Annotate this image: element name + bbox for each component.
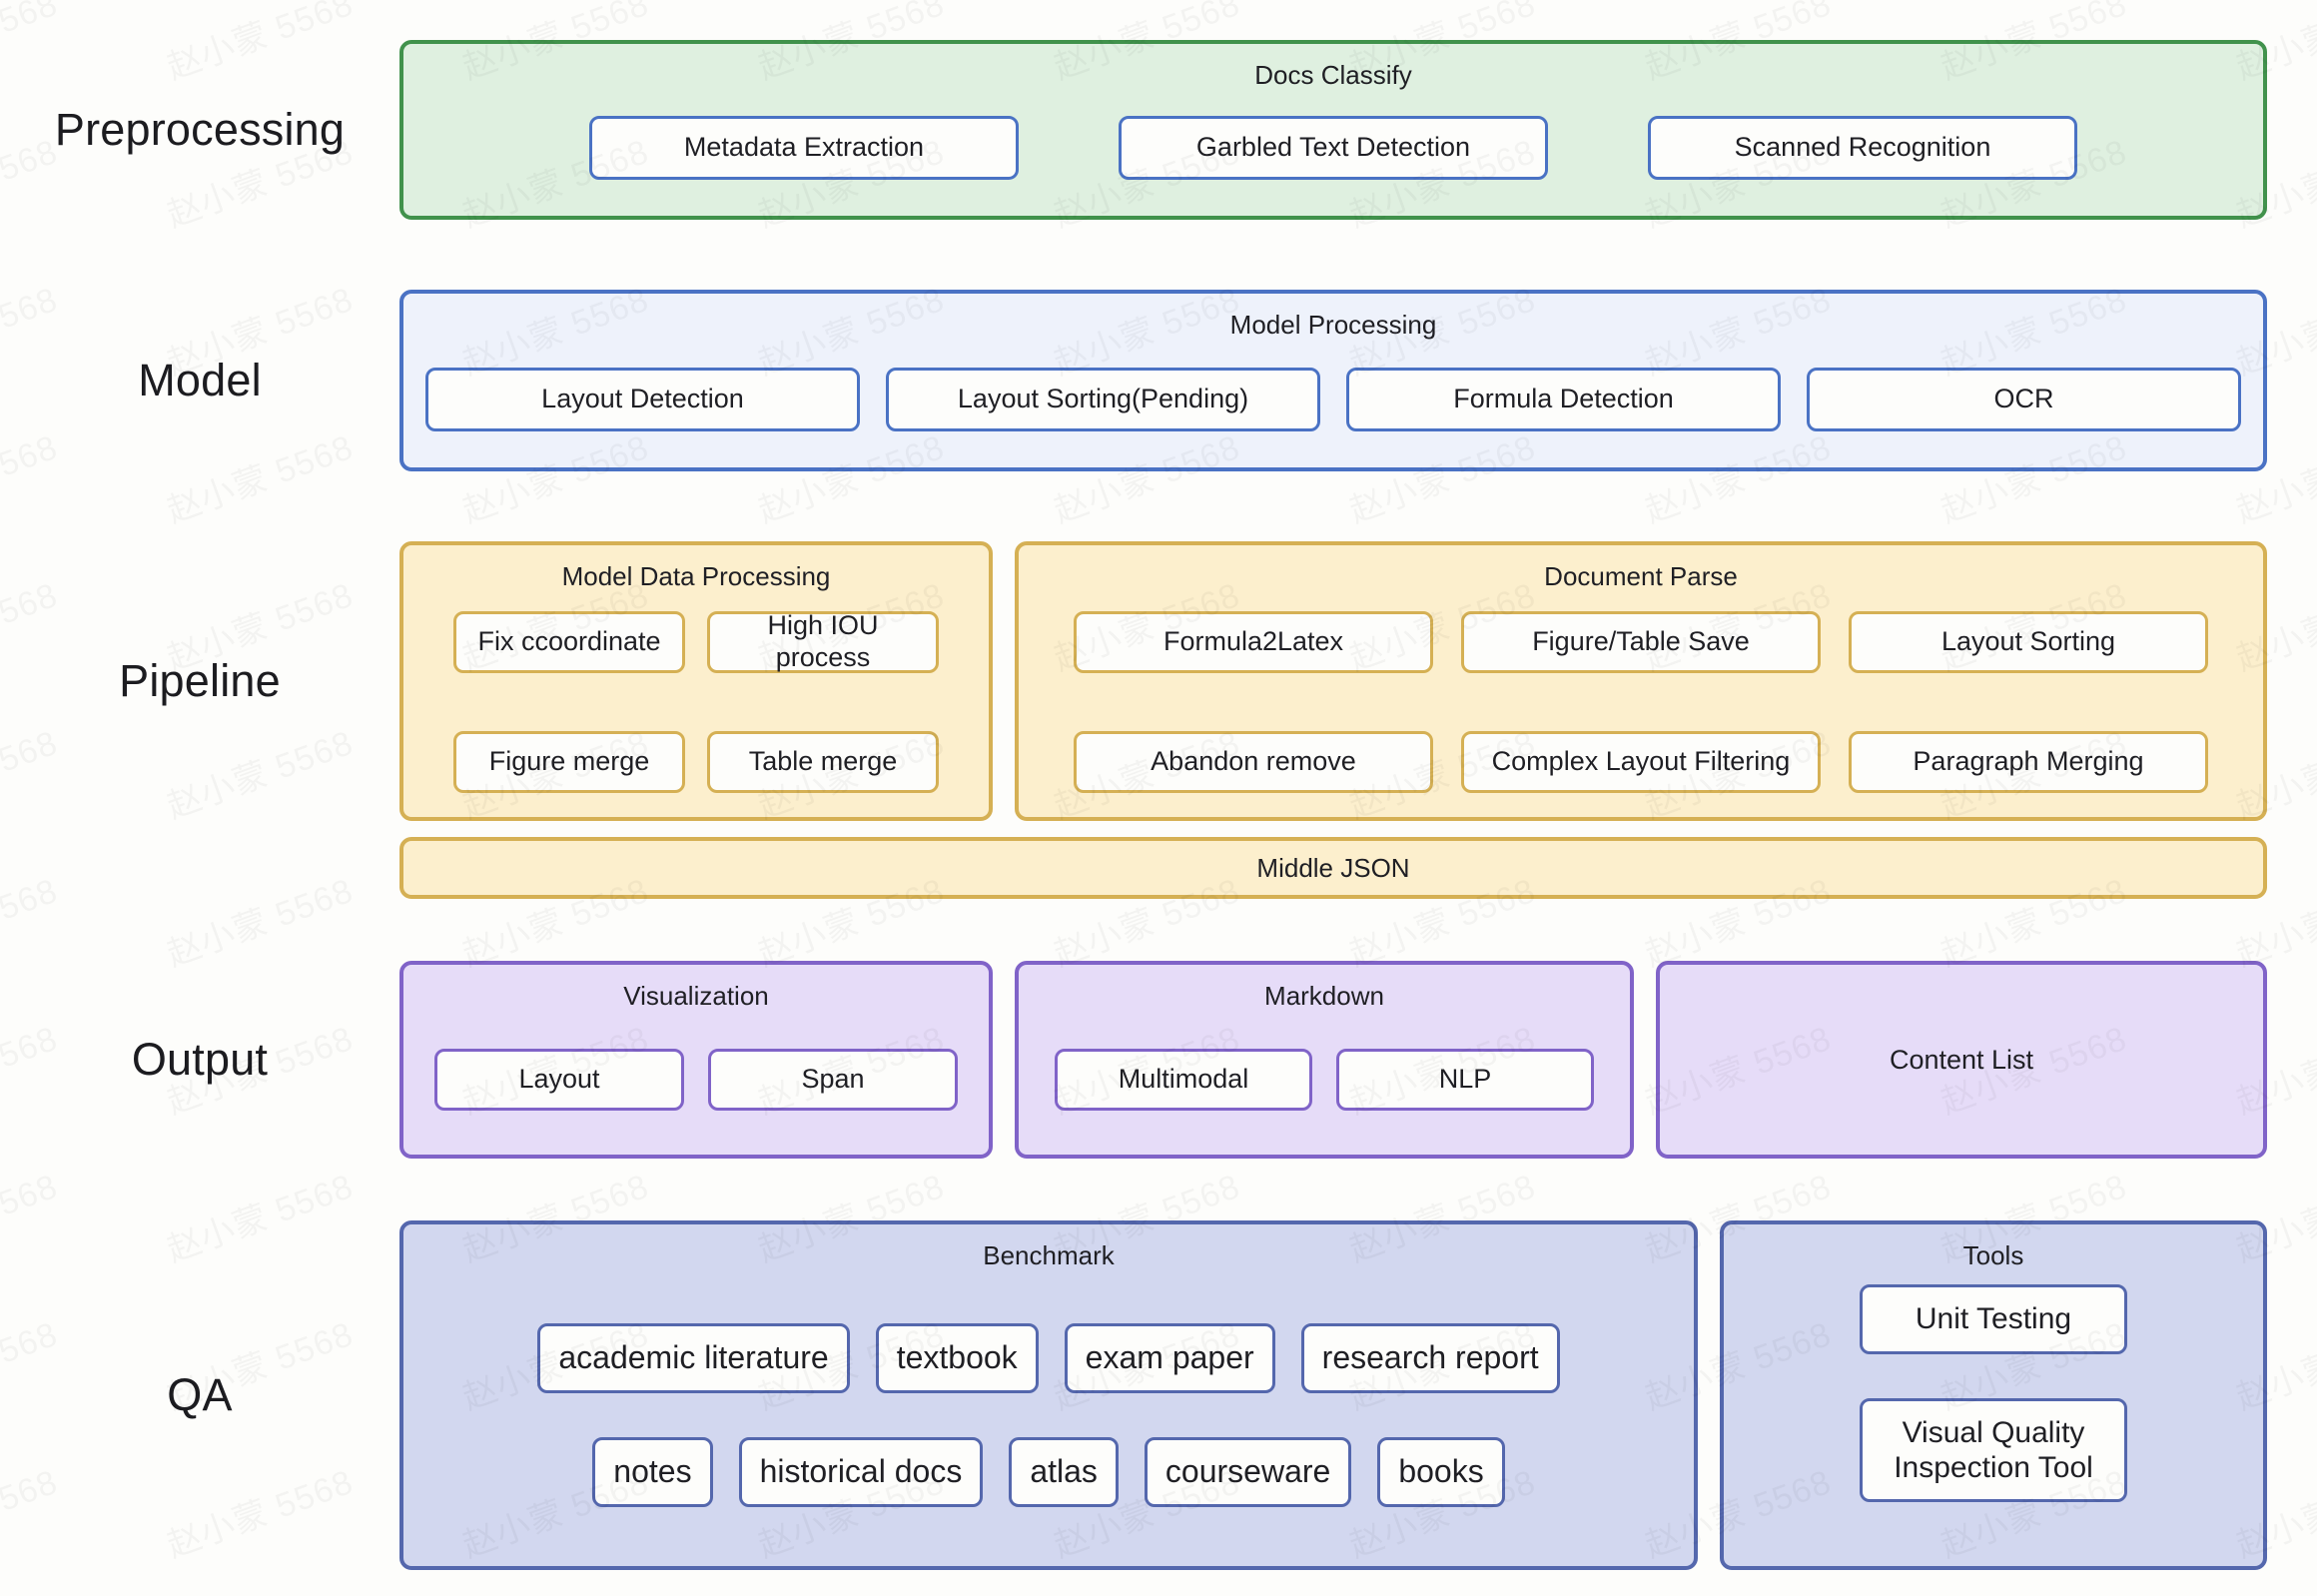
row-preprocessing: Preprocessing Docs Classify Metadata Ext…: [0, 40, 2317, 220]
row-body-model: Model Processing Layout Detection Layout…: [399, 290, 2317, 471]
chip-unit-testing[interactable]: Unit Testing: [1860, 1284, 2127, 1354]
docs-classify-items: Metadata Extraction Garbled Text Detecti…: [403, 88, 2263, 216]
panel-title-docs-classify: Docs Classify: [1254, 60, 1412, 90]
chip-figure-table-save[interactable]: Figure/Table Save: [1461, 610, 1821, 673]
row-body-middle-json: Middle JSON: [399, 837, 2317, 899]
document-parse-items: Formula2Latex Figure/Table Save Layout S…: [1019, 589, 2263, 817]
panel-title-model-data-processing: Model Data Processing: [561, 561, 831, 591]
row-model: Model Model Processing Layout Detection …: [0, 290, 2317, 471]
chip-figure-merge[interactable]: Figure merge: [453, 731, 685, 794]
chip-courseware[interactable]: courseware: [1144, 1437, 1352, 1507]
panel-tools[interactable]: Tools Unit Testing Visual Quality Inspec…: [1720, 1220, 2267, 1570]
panel-title-model-processing: Model Processing: [1229, 310, 1437, 340]
panel-title-tools: Tools: [1962, 1240, 2024, 1270]
chip-formula-detection[interactable]: Formula Detection: [1346, 368, 1781, 431]
chip-atlas[interactable]: atlas: [1009, 1437, 1119, 1507]
row-label-preprocessing: Preprocessing: [54, 104, 346, 155]
row-body-pipeline: Model Data Processing Fix ccoordinate Hi…: [399, 541, 2317, 821]
panel-document-parse[interactable]: Document Parse Formula2Latex Figure/Tabl…: [1015, 541, 2267, 821]
row-qa: QA Benchmark academic literature textboo…: [0, 1220, 2317, 1570]
chip-paragraph-merging[interactable]: Paragraph Merging: [1849, 731, 2208, 794]
model-processing-items: Layout Detection Layout Sorting(Pending)…: [403, 338, 2263, 467]
panel-benchmark[interactable]: Benchmark academic literature textbook e…: [399, 1220, 1698, 1570]
row-middle-json: Middle JSON: [0, 837, 2317, 899]
tools-items: Unit Testing Visual Quality Inspection T…: [1724, 1268, 2263, 1566]
chip-layout-sorting[interactable]: Layout Sorting: [1849, 610, 2208, 673]
chip-layout-detection[interactable]: Layout Detection: [425, 368, 860, 431]
chip-metadata-extraction[interactable]: Metadata Extraction: [589, 116, 1019, 180]
chip-high-iou-process[interactable]: High IOU process: [707, 610, 939, 673]
chip-abandon-remove[interactable]: Abandon remove: [1074, 731, 1433, 794]
visualization-items: Layout Span: [403, 1009, 989, 1155]
chip-complex-layout-filtering[interactable]: Complex Layout Filtering: [1461, 731, 1821, 794]
panel-title-document-parse: Document Parse: [1544, 561, 1738, 591]
row-body-output: Visualization Layout Span Markdown Multi…: [399, 961, 2317, 1159]
panel-visualization[interactable]: Visualization Layout Span: [399, 961, 993, 1159]
row-label-output: Output: [131, 1034, 269, 1085]
chip-visual-quality-inspection-tool[interactable]: Visual Quality Inspection Tool: [1860, 1398, 2127, 1502]
benchmark-items: academic literature textbook exam paper …: [403, 1268, 1694, 1566]
panel-title-markdown: Markdown: [1264, 981, 1384, 1011]
chip-ocr[interactable]: OCR: [1807, 368, 2241, 431]
chip-garbled-text-detection[interactable]: Garbled Text Detection: [1119, 116, 1548, 180]
panel-model-data-processing[interactable]: Model Data Processing Fix ccoordinate Hi…: [399, 541, 993, 821]
row-label-spacer: [0, 837, 399, 899]
chip-textbook[interactable]: textbook: [875, 1323, 1039, 1393]
chip-fix-ccoordinate[interactable]: Fix ccoordinate: [453, 610, 685, 673]
chip-academic-literature[interactable]: academic literature: [537, 1323, 850, 1393]
chip-formula2latex[interactable]: Formula2Latex: [1074, 610, 1433, 673]
panel-model-processing[interactable]: Model Processing Layout Detection Layout…: [399, 290, 2267, 471]
chip-span[interactable]: Span: [708, 1049, 958, 1111]
chip-notes[interactable]: notes: [592, 1437, 713, 1507]
chip-nlp[interactable]: NLP: [1336, 1049, 1594, 1111]
row-label-qa: QA: [167, 1369, 233, 1420]
row-pipeline: Pipeline Model Data Processing Fix ccoor…: [0, 541, 2317, 821]
row-body-preprocessing: Docs Classify Metadata Extraction Garble…: [399, 40, 2317, 220]
model-data-processing-items: Fix ccoordinate High IOU process Figure …: [403, 589, 989, 817]
panel-title-visualization: Visualization: [623, 981, 769, 1011]
chip-books[interactable]: books: [1377, 1437, 1505, 1507]
chip-scanned-recognition[interactable]: Scanned Recognition: [1648, 116, 2077, 180]
chip-research-report[interactable]: research report: [1300, 1323, 1560, 1393]
panel-docs-classify[interactable]: Docs Classify Metadata Extraction Garble…: [399, 40, 2267, 220]
panel-markdown[interactable]: Markdown Multimodal NLP: [1015, 961, 1634, 1159]
row-body-qa: Benchmark academic literature textbook e…: [399, 1220, 2317, 1570]
chip-historical-docs[interactable]: historical docs: [738, 1437, 984, 1507]
row-output: Output Visualization Layout Span Markdow…: [0, 961, 2317, 1159]
chip-table-merge[interactable]: Table merge: [707, 731, 939, 794]
panel-middle-json[interactable]: Middle JSON: [399, 837, 2267, 899]
chip-multimodal[interactable]: Multimodal: [1055, 1049, 1312, 1111]
panel-title-benchmark: Benchmark: [983, 1240, 1115, 1270]
markdown-items: Multimodal NLP: [1019, 1009, 1630, 1155]
chip-exam-paper[interactable]: exam paper: [1064, 1323, 1275, 1393]
panel-content-list[interactable]: Content List: [1656, 961, 2267, 1159]
row-label-pipeline: Pipeline: [119, 655, 281, 706]
row-label-model: Model: [138, 355, 262, 405]
chip-layout-sorting-pending[interactable]: Layout Sorting(Pending): [886, 368, 1320, 431]
chip-layout[interactable]: Layout: [434, 1049, 684, 1111]
